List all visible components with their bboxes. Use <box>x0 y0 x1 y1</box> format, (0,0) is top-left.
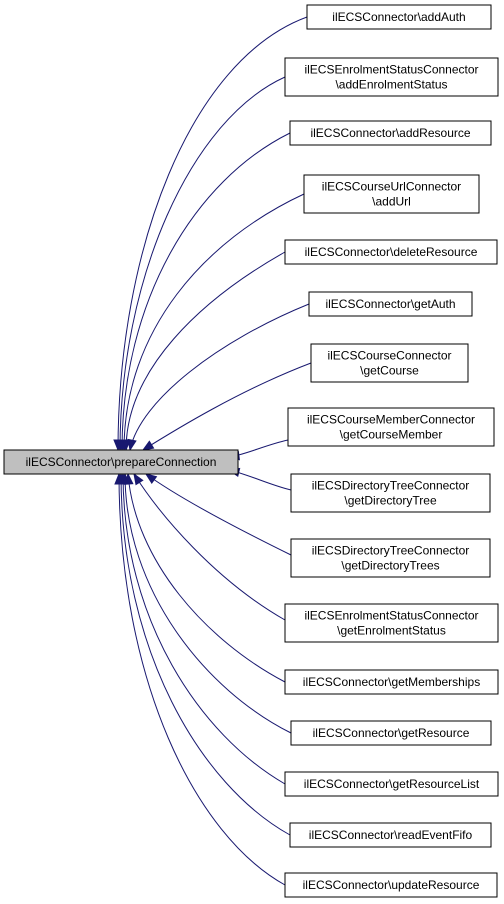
caller-node-n2[interactable]: ilECSEnrolmentStatusConnector\addEnrolme… <box>284 57 499 97</box>
edge-n4 <box>123 193 305 451</box>
node-label-line: \getCourseMember <box>340 428 443 442</box>
root-node-prepare-connection[interactable]: ilECSConnector\prepareConnection <box>3 449 239 475</box>
edge-n5 <box>125 251 286 451</box>
caller-node-n15[interactable]: ilECSConnector\readEventFifo <box>289 822 492 848</box>
edge-n1 <box>117 16 308 451</box>
node-label-line: \getCourse <box>360 364 419 378</box>
edge-n3 <box>121 132 291 451</box>
arrowhead-n6 <box>127 438 137 452</box>
arrowhead-n16 <box>114 472 124 485</box>
node-box <box>310 343 469 383</box>
caller-node-n12[interactable]: ilECSConnector\getMemberships <box>284 669 499 695</box>
caller-node-n3[interactable]: ilECSConnector\addResource <box>289 120 492 146</box>
edge-n10 <box>145 473 292 556</box>
node-box <box>284 669 499 695</box>
node-box <box>290 538 491 578</box>
node-box <box>290 473 491 513</box>
arrowhead-n7 <box>141 440 155 451</box>
node-box <box>284 872 498 898</box>
nodes: ilECSConnector\prepareConnection ilECSCon… <box>3 4 499 898</box>
node-label-line: \getEnrolmentStatus <box>337 624 446 638</box>
node-label-line: ilECSConnector\addResource <box>310 126 470 140</box>
edge-n6 <box>129 303 310 451</box>
node-label-line: ilECSConnector\readEventFifo <box>309 828 473 842</box>
caller-node-n4[interactable]: ilECSCourseUrlConnector\addUrl <box>303 174 480 214</box>
node-label-line: ilECSConnector\getResourceList <box>304 777 480 791</box>
node-label-line: ilECSConnector\addAuth <box>332 10 465 24</box>
arrowhead-n5 <box>121 439 131 452</box>
arrowhead-n10 <box>144 473 158 484</box>
node-box <box>289 822 492 848</box>
node-box <box>290 720 492 746</box>
node-box <box>284 771 499 797</box>
caller-node-n13[interactable]: ilECSConnector\getResource <box>290 720 492 746</box>
edge-n16 <box>118 473 286 886</box>
node-box <box>284 603 499 643</box>
node-box <box>289 120 492 146</box>
node-label-line: \getDirectoryTree <box>344 494 437 508</box>
node-label-line: \getDirectoryTrees <box>341 559 439 573</box>
node-label-line: ilECSCourseConnector <box>327 349 451 363</box>
node-box <box>287 407 495 447</box>
node-label-line: ilECSDirectoryTreeConnector <box>312 479 470 493</box>
edge-n2 <box>119 76 286 451</box>
node-label-line: ilECSConnector\updateResource <box>303 878 480 892</box>
node-label-line: ilECSEnrolmentStatusConnector <box>304 609 478 623</box>
caller-node-n14[interactable]: ilECSConnector\getResourceList <box>284 771 499 797</box>
node-label-line: \addEnrolmentStatus <box>335 78 447 92</box>
node-label-line: ilECSCourseMemberConnector <box>307 413 475 427</box>
caller-node-n8[interactable]: ilECSCourseMemberConnector\getCourseMemb… <box>287 407 495 447</box>
edge-n11 <box>133 473 286 621</box>
caller-node-n7[interactable]: ilECSCourseConnector\getCourse <box>310 343 469 383</box>
node-label-line: ilECSConnector\getMemberships <box>303 675 480 689</box>
node-box <box>308 291 473 317</box>
caller-node-n11[interactable]: ilECSEnrolmentStatusConnector\getEnrolme… <box>284 603 499 643</box>
caller-node-n6[interactable]: ilECSConnector\getAuth <box>308 291 473 317</box>
caller-node-n10[interactable]: ilECSDirectoryTreeConnector\getDirectory… <box>290 538 491 578</box>
caller-node-n5[interactable]: ilECSConnector\deleteResource <box>284 239 498 265</box>
node-box <box>284 57 499 97</box>
edge-n12 <box>127 473 286 683</box>
node-box <box>3 449 239 475</box>
edge-n14 <box>122 473 286 785</box>
node-box <box>303 174 480 214</box>
node-label-line: ilECSConnector\prepareConnection <box>26 455 217 469</box>
edge-n15 <box>120 473 291 836</box>
caller-node-n16[interactable]: ilECSConnector\updateResource <box>284 872 498 898</box>
node-box <box>306 4 492 30</box>
edge-n13 <box>124 473 292 734</box>
caller-node-n1[interactable]: ilECSConnector\addAuth <box>306 4 492 30</box>
node-label-line: ilECSConnector\getResource <box>313 726 470 740</box>
node-label-line: ilECSEnrolmentStatusConnector <box>304 63 478 77</box>
node-label-line: ilECSDirectoryTreeConnector <box>312 544 470 558</box>
node-box <box>284 239 498 265</box>
node-label-line: ilECSCourseUrlConnector <box>322 180 461 194</box>
edge-n7 <box>142 362 312 451</box>
node-label-line: \addUrl <box>372 195 411 209</box>
caller-node-n9[interactable]: ilECSDirectoryTreeConnector\getDirectory… <box>290 473 491 513</box>
node-label-line: ilECSConnector\getAuth <box>325 297 455 311</box>
node-label-line: ilECSConnector\deleteResource <box>305 245 478 259</box>
arrowhead-n11 <box>133 472 144 486</box>
